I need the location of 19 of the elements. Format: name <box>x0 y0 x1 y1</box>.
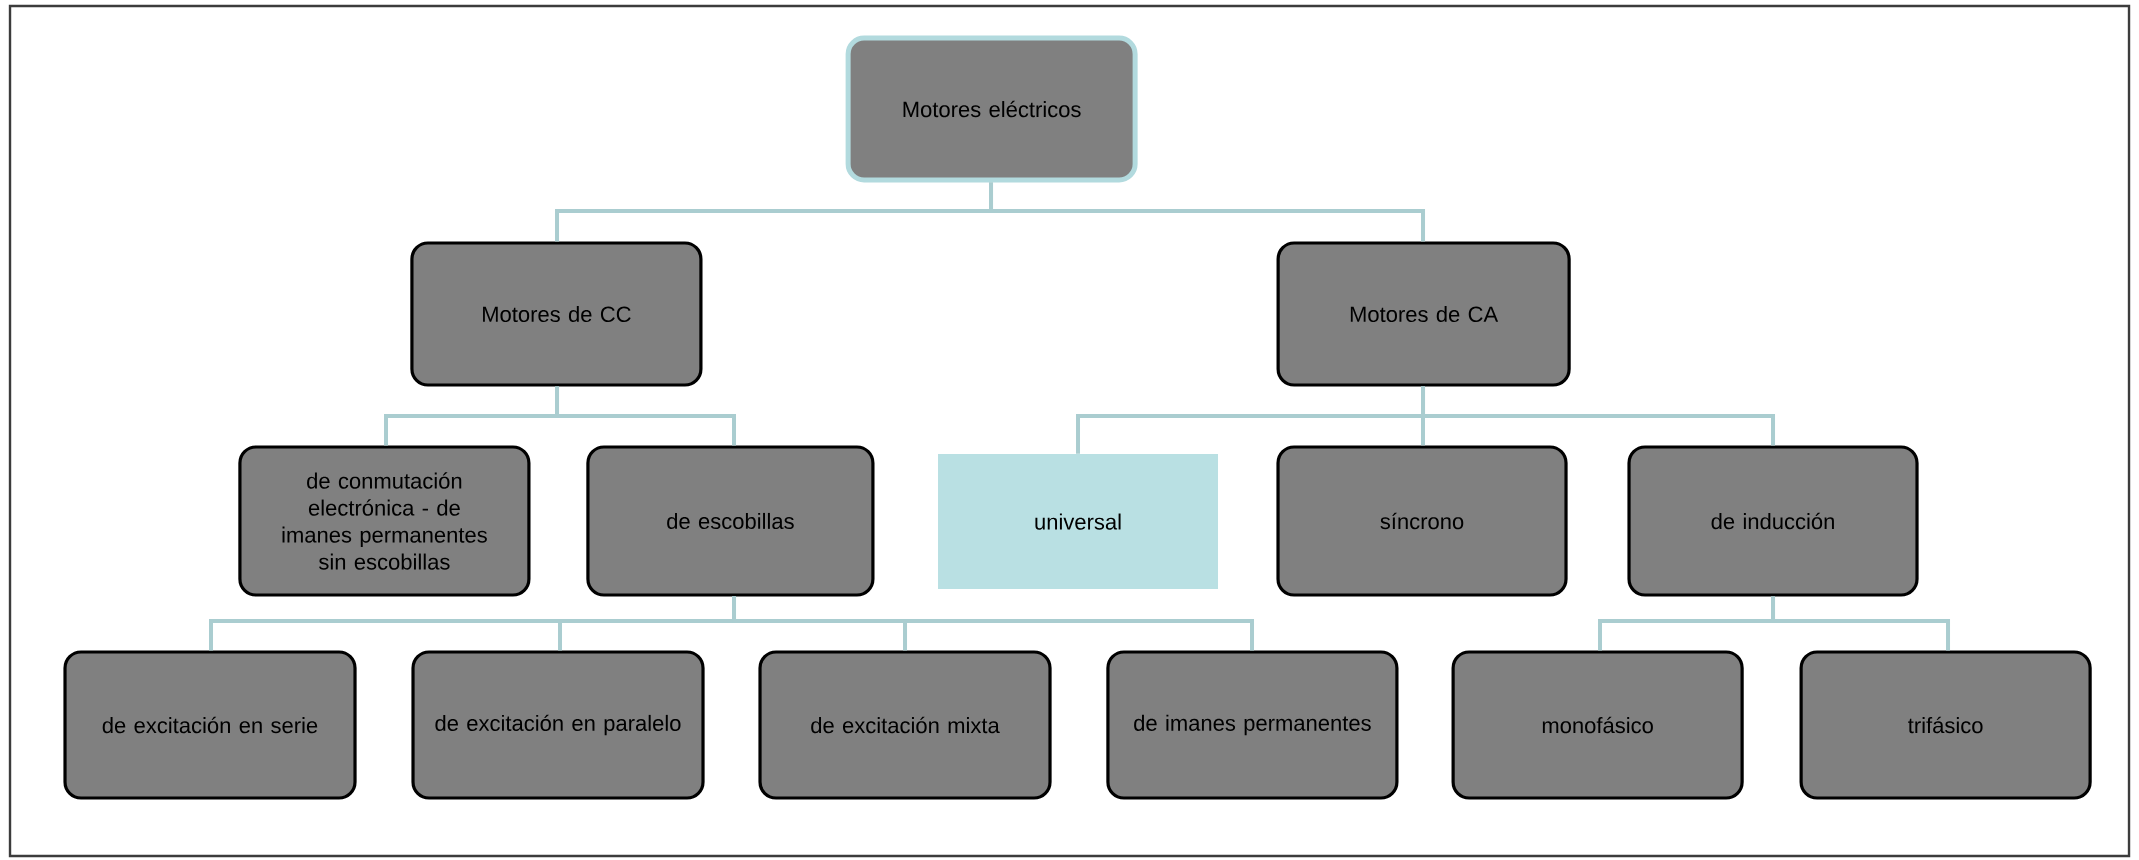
category-box: de excitación en serie <box>63 650 357 800</box>
category-box: trifásico <box>1799 650 2092 800</box>
category-box: monofásico <box>1451 650 1744 800</box>
connector <box>1421 386 1775 446</box>
category-box: universal <box>938 454 1218 590</box>
connector <box>1771 596 1950 651</box>
category-box: de imanes permanentes <box>1106 650 1399 800</box>
category-box: de escobillas <box>586 445 875 597</box>
root-box: Motores eléctricos <box>845 35 1138 183</box>
category-box: de conmutación electrónica - de imanes permanentes sin escobillas <box>238 445 531 597</box>
category-box: de inducción <box>1627 445 1919 597</box>
connector <box>732 596 1254 651</box>
connector <box>555 386 736 446</box>
category-box: Motores de CA <box>1276 241 1571 387</box>
connector <box>989 182 1425 242</box>
category-box: síncrono <box>1276 445 1568 597</box>
category-box: de excitación en paralelo <box>411 650 705 800</box>
category-box: Motores de CC <box>410 241 703 387</box>
category-box: de excitación mixta <box>758 650 1052 800</box>
